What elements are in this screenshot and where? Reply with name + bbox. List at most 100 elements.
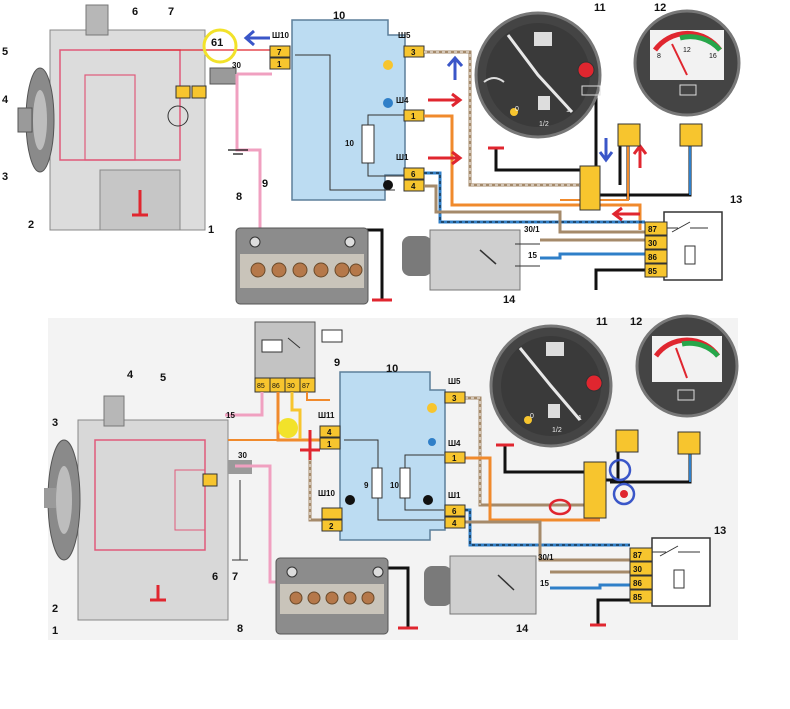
svg-text:12: 12: [630, 316, 642, 328]
svg-text:10: 10: [386, 363, 398, 375]
top-arrow-left: [243, 29, 270, 47]
svg-text:2: 2: [52, 603, 58, 615]
bottom-wire-label-15: 15: [226, 411, 235, 420]
top-arrow-down: [598, 138, 614, 163]
top-connector-sh1: Ш1: [396, 153, 409, 162]
top-arrow-up: [446, 55, 464, 80]
svg-text:4: 4: [127, 369, 134, 381]
svg-text:15: 15: [540, 579, 549, 588]
bottom-connector-sh5: Ш5: [448, 377, 461, 386]
top-connector-sh10: Ш10: [272, 31, 289, 40]
top-wire-pink-battery: [235, 74, 262, 238]
svg-text:30: 30: [633, 565, 642, 574]
svg-text:1: 1: [411, 112, 416, 121]
svg-text:11: 11: [596, 316, 608, 328]
svg-text:16: 16: [709, 53, 717, 60]
top-resistor-label: 10: [345, 139, 354, 148]
svg-text:2: 2: [28, 219, 34, 231]
svg-text:3: 3: [52, 417, 58, 429]
bottom-callouts: 3 4 5 2 1 6 7 8 9 10 11 12 13 14: [52, 316, 726, 637]
top-connector-sh5: Ш5: [398, 31, 411, 40]
svg-text:0: 0: [530, 413, 534, 420]
svg-text:15: 15: [528, 251, 537, 260]
svg-text:5: 5: [2, 46, 8, 58]
bottom-connector-sh4: Ш4: [448, 439, 461, 448]
bottom-marker-red-ring: [548, 498, 572, 516]
bottom-block-pins: 4 1 2 3 1 6 4: [319, 391, 466, 532]
svg-text:7: 7: [168, 6, 174, 18]
top-arrow-right-1: [428, 92, 463, 108]
top-relay-13: 87 30 86 85: [644, 211, 723, 281]
top-ignition-switch-14: 30/1 15: [402, 225, 540, 291]
svg-text:3: 3: [452, 394, 457, 403]
svg-text:1/2: 1/2: [539, 121, 549, 128]
bottom-relay-9: 85 86 30 87: [254, 321, 343, 393]
svg-text:4: 4: [452, 519, 457, 528]
top-voltmeter-12: 8 12 16: [633, 9, 741, 117]
top-alternator: [17, 4, 237, 231]
svg-text:85: 85: [648, 267, 657, 276]
bottom-marker-blue-2: [612, 482, 636, 506]
svg-text:1: 1: [277, 60, 282, 69]
top-highlight-ring-61: [202, 28, 238, 64]
svg-text:8: 8: [237, 623, 243, 635]
svg-text:13: 13: [714, 525, 726, 537]
svg-text:30/1: 30/1: [524, 225, 540, 234]
svg-text:6: 6: [212, 571, 218, 583]
top-mounting-block: 10: [291, 19, 406, 201]
top-connector-sh4: Ш4: [396, 96, 409, 105]
svg-text:10: 10: [333, 10, 345, 22]
svg-text:3: 3: [411, 48, 416, 57]
bottom-wiring: [150, 392, 692, 630]
top-arrow-right-2: [428, 150, 463, 166]
bottom-relay-13: 87 30 86 85: [629, 537, 711, 607]
top-gauge1-plug: [617, 123, 641, 147]
svg-text:14: 14: [516, 623, 529, 635]
svg-text:9: 9: [262, 178, 268, 190]
svg-text:9: 9: [364, 481, 369, 490]
bottom-mounting-block: 9 10: [339, 371, 446, 541]
svg-text:7: 7: [232, 571, 238, 583]
svg-text:12: 12: [654, 2, 666, 14]
svg-text:87: 87: [302, 383, 310, 390]
top-wire-label-30: 30: [232, 61, 241, 70]
svg-text:6: 6: [452, 507, 457, 516]
svg-text:87: 87: [633, 551, 642, 560]
svg-text:8: 8: [236, 191, 242, 203]
svg-text:1: 1: [452, 454, 457, 463]
svg-text:86: 86: [633, 579, 642, 588]
bottom-gauge-connector: [583, 461, 607, 519]
top-arrow-up-red: [632, 143, 648, 168]
svg-text:1: 1: [566, 107, 570, 114]
top-wire-label-61: 61: [211, 37, 223, 49]
bottom-marker-red-dot: [620, 490, 628, 498]
bottom-gauge1-plug: [615, 429, 639, 453]
svg-text:5: 5: [160, 372, 166, 384]
svg-text:3: 3: [2, 171, 8, 183]
svg-text:12: 12: [683, 47, 691, 54]
svg-text:30: 30: [648, 239, 657, 248]
top-gauge-cluster-11: 0 1/2 1: [474, 11, 602, 139]
bottom-ignition-switch-14: 30/1 15: [424, 553, 554, 615]
svg-text:9: 9: [334, 357, 340, 369]
svg-text:4: 4: [327, 428, 332, 437]
bottom-wire-label-30: 30: [238, 451, 247, 460]
svg-text:4: 4: [411, 182, 416, 191]
svg-text:85: 85: [257, 383, 265, 390]
svg-text:87: 87: [648, 225, 657, 234]
svg-text:85: 85: [633, 593, 642, 602]
svg-text:10: 10: [390, 481, 399, 490]
svg-text:6: 6: [411, 170, 416, 179]
top-battery-1: [235, 227, 369, 305]
svg-text:14: 14: [503, 294, 516, 306]
bottom-highlight-dot: [278, 418, 298, 438]
svg-text:2: 2: [329, 522, 334, 531]
svg-text:1: 1: [578, 415, 582, 422]
svg-text:8: 8: [657, 53, 661, 60]
bottom-gauge-cluster-11: 0 1/2 1: [489, 324, 613, 448]
svg-text:4: 4: [2, 94, 9, 106]
bottom-connector-sh10: Ш10: [318, 489, 335, 498]
bottom-alternator: [44, 395, 252, 621]
top-arrow-left-red: [611, 206, 640, 222]
